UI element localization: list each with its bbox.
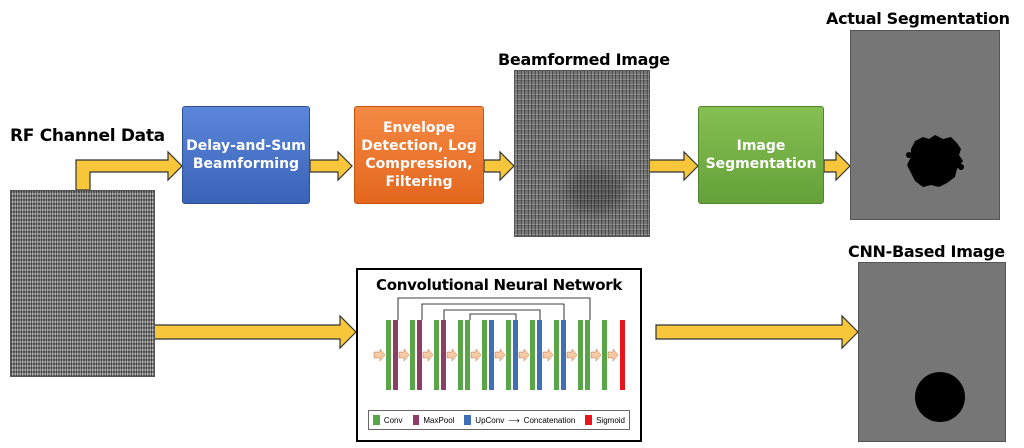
actual-segmentation-image (850, 30, 1000, 220)
image-segmentation-block: Image Segmentation (698, 106, 824, 204)
legend-concatenation-label: Concatenation (523, 415, 576, 425)
legend-conv-label: Conv (383, 415, 403, 425)
cnn-diagram: Convolutional Neural Network (356, 268, 642, 442)
arrow-image-to-segmentation (647, 150, 699, 182)
beamformed-image (514, 70, 650, 237)
beamformed-image-label: Beamformed Image (498, 50, 670, 69)
cnn-based-image-label: CNN-Based Image (848, 242, 1005, 261)
cnn-legend: Conv MaxPool UpConv ⟶ Concatenation Sigm… (368, 410, 630, 430)
arrow-envelope-to-image (483, 150, 515, 182)
cnn-layers (386, 320, 625, 390)
legend-upconv-swatch (464, 415, 472, 425)
lesion-shadow (567, 169, 623, 213)
arrow-cnn-to-output (655, 314, 859, 350)
arrow-rf-to-cnn (153, 314, 357, 350)
cnn-title: Convolutional Neural Network (376, 276, 622, 294)
segmentation-blob (906, 135, 964, 187)
cnn-segmentation-circle (915, 372, 965, 422)
cnn-architecture (373, 297, 625, 390)
arrow-segmentation-to-actual (823, 150, 851, 182)
arrow-beamforming-to-envelope (309, 150, 353, 182)
legend-maxpool-label: MaxPool (423, 415, 455, 425)
actual-segmentation-label: Actual Segmentation (826, 9, 1010, 28)
rf-channel-data-label: RF Channel Data (10, 126, 165, 146)
cnn-based-image (858, 262, 1006, 442)
legend-upconv-label: UpConv (475, 415, 505, 425)
delay-and-sum-block: Delay-and-Sum Beamforming (182, 106, 310, 204)
legend-maxpool-swatch (412, 415, 420, 425)
rf-channel-data-image (10, 190, 155, 377)
legend-conv-swatch (373, 415, 380, 425)
envelope-detection-block: Envelope Detection, Log Compression, Fil… (354, 106, 484, 204)
legend-sigmoid-label: Sigmoid (596, 415, 625, 425)
skip-connections (397, 297, 591, 320)
cnn-small-arrows (373, 348, 619, 362)
arrow-rf-to-beamforming (75, 150, 183, 191)
legend-sigmoid-swatch (585, 415, 593, 425)
legend-concatenation-arrow-icon: ⟶ (508, 415, 520, 425)
